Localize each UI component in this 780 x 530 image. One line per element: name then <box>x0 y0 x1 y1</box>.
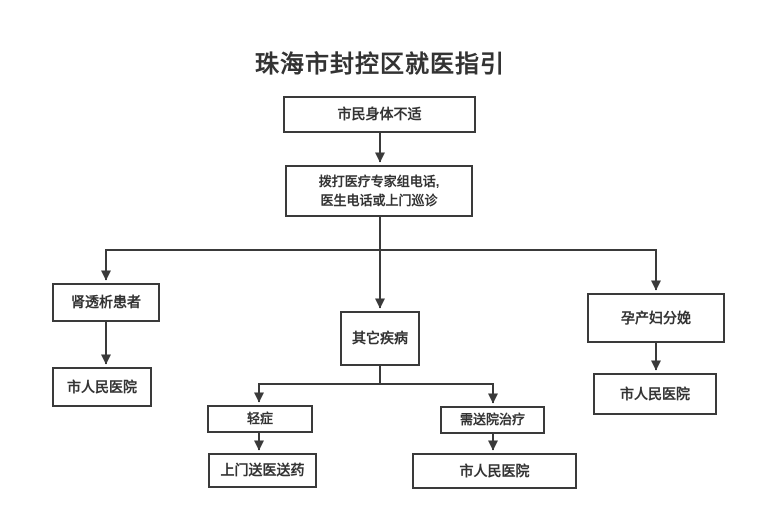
node-need-hospitalization: 需送院治疗 <box>440 406 545 434</box>
node-peoples-hospital-dialysis-label: 市人民医院 <box>67 378 137 395</box>
node-home-delivery-label: 上门送医送药 <box>220 462 305 478</box>
node-call-line1: 拨打医疗专家组电话, <box>318 173 440 189</box>
node-mild-case: 轻症 <box>207 405 313 433</box>
node-citizen-unwell: 市民身体不适 <box>283 96 476 133</box>
page-title: 珠海市封控区就医指引 <box>255 51 505 78</box>
node-peoples-hospital-maternity: 市人民医院 <box>593 373 717 415</box>
node-peoples-hospital-severe: 市人民医院 <box>412 453 577 489</box>
node-other-diseases-label: 其它疾病 <box>352 330 408 346</box>
node-call-line2: 医生电话或上门巡诊 <box>320 193 438 208</box>
node-peoples-hospital-severe-label: 市人民医院 <box>459 462 530 479</box>
node-peoples-hospital-dialysis: 市人民医院 <box>52 367 152 407</box>
node-dialysis-label: 肾透析患者 <box>71 294 141 310</box>
node-maternity-delivery: 孕产妇分娩 <box>587 293 725 343</box>
node-need-hospitalization-label: 需送院治疗 <box>459 412 525 428</box>
node-dialysis-patient: 肾透析患者 <box>52 283 160 322</box>
node-other-diseases: 其它疾病 <box>340 311 420 366</box>
node-peoples-hospital-maternity-label: 市人民医院 <box>620 385 690 402</box>
node-home-delivery: 上门送医送药 <box>208 453 317 488</box>
node-call-expert-group: 拨打医疗专家组电话, 医生电话或上门巡诊 <box>285 165 473 217</box>
node-maternity-delivery-label: 孕产妇分娩 <box>621 309 691 326</box>
node-citizen-unwell-label: 市民身体不适 <box>337 106 422 122</box>
node-mild-case-label: 轻症 <box>246 411 273 427</box>
